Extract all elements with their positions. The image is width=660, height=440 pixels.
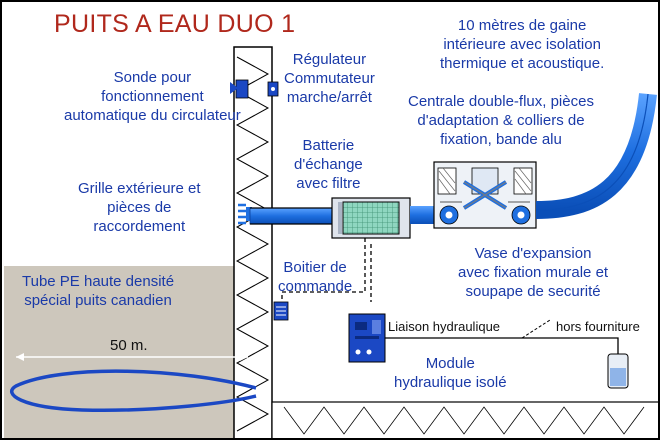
- hydraulic-module: [348, 313, 386, 363]
- exchange-battery: [331, 197, 411, 239]
- buried-tube-loop: [10, 369, 257, 413]
- duct-wall-section: [249, 207, 341, 225]
- wall: [233, 46, 273, 438]
- label-hors-fourniture: hors fourniture: [556, 319, 640, 334]
- hydraulic-link-dashed: [521, 319, 551, 339]
- control-box: [273, 301, 289, 321]
- diagram-title: PUITS A EAU DUO 1: [54, 10, 296, 38]
- expansion-vessel: [607, 353, 629, 389]
- distance-arrow: [16, 353, 248, 361]
- label-distance: 50 m.: [110, 337, 148, 354]
- wiring-lines: [281, 238, 372, 302]
- label-liaison: Liaison hydraulique: [388, 319, 501, 334]
- exterior-grille: [238, 203, 252, 225]
- central-unit: [433, 161, 537, 229]
- regulator-box: [230, 79, 279, 99]
- floor-slab: [271, 401, 658, 438]
- hydraulic-link: [385, 337, 619, 354]
- duct-to-unit: [410, 206, 440, 224]
